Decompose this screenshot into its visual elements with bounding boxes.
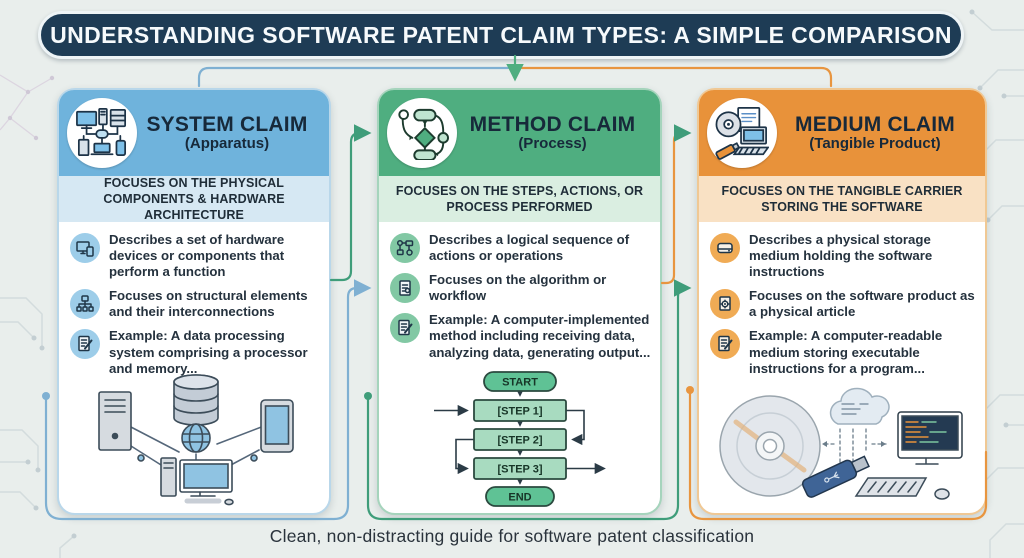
- system-claim-card: SYSTEM CLAIM (Apparatus) FOCUSES ON THE …: [57, 88, 331, 515]
- system-bullet-1: Describes a set of hardware devices or c…: [70, 232, 321, 280]
- flowchart-step1-label: [STEP 1]: [497, 406, 542, 418]
- medium-bullet-2: Focuses on the software product as a phy…: [710, 288, 977, 320]
- medium-claim-title: MEDIUM CLAIM: [795, 112, 955, 136]
- algorithm-doc-icon: [390, 273, 420, 304]
- medium-claim-card: MEDIUM CLAIM (Tangible Product) FOCUSES …: [697, 88, 987, 515]
- structure-icon: [70, 289, 100, 320]
- method-claim-title: METHOD CLAIM: [469, 112, 636, 136]
- method-bullet-3: Example: A computer-implemented method i…: [390, 312, 652, 360]
- bullet-text: Example: A computer-readable medium stor…: [749, 328, 943, 376]
- bullet-text: Describes a physical storage medium hold…: [749, 232, 933, 280]
- method-bullet-2: Focuses on the algorithm or workflow: [390, 272, 652, 304]
- medium-focus-band: FOCUSES ON THE TANGIBLE CARRIER STORING …: [699, 176, 985, 222]
- method-claim-subtitle: (Process): [518, 135, 587, 153]
- hardware-network-icon: [67, 98, 137, 168]
- method-claim-header: METHOD CLAIM (Process): [379, 90, 660, 176]
- flowchart-icon: [387, 98, 457, 168]
- title-banner: UNDERSTANDING SOFTWARE PATENT CLAIM TYPE…: [38, 11, 964, 59]
- storage-drive-icon: [710, 233, 740, 263]
- document-gear-icon: [710, 289, 740, 320]
- document-pencil-icon: [390, 313, 420, 344]
- storage-media-icon: [707, 98, 777, 168]
- medium-bullet-3: Example: A computer-readable medium stor…: [710, 328, 977, 376]
- system-claim-title: SYSTEM CLAIM: [146, 112, 308, 136]
- bullet-text: Example: A computer-implemented method i…: [429, 312, 651, 360]
- medium-bullet-1: Describes a physical storage medium hold…: [710, 232, 977, 280]
- document-pencil-icon: [710, 329, 740, 360]
- storage-media-illustration: [699, 370, 985, 508]
- process-flowchart-illustration: START [STEP 1] [STEP 2] [STEP 3] END: [379, 370, 660, 508]
- system-claim-header: SYSTEM CLAIM (Apparatus): [59, 90, 329, 176]
- system-bullet-2: Focuses on structural elements and their…: [70, 288, 321, 320]
- bullet-text: Describes a logical sequence of actions …: [429, 232, 630, 264]
- document-pencil-icon: [70, 329, 100, 360]
- flow-nodes-icon: [390, 233, 420, 263]
- method-claim-card: METHOD CLAIM (Process) FOCUSES ON THE ST…: [377, 88, 662, 515]
- flowchart-start-label: START: [502, 377, 538, 389]
- flowchart-step2-label: [STEP 2]: [497, 435, 542, 447]
- page-title: UNDERSTANDING SOFTWARE PATENT CLAIM TYPE…: [50, 21, 952, 48]
- bullet-text: Focuses on structural elements and their…: [109, 288, 308, 320]
- bullet-text: Focuses on the software product as a phy…: [749, 288, 975, 320]
- medium-claim-header: MEDIUM CLAIM (Tangible Product): [699, 90, 985, 176]
- system-focus-band: FOCUSES ON THE PHYSICAL COMPONENTS & HAR…: [59, 176, 329, 222]
- bullet-text: Describes a set of hardware devices or c…: [109, 232, 285, 280]
- method-focus-band: FOCUSES ON THE STEPS, ACTIONS, OR PROCES…: [379, 176, 660, 222]
- devices-icon: [70, 233, 100, 263]
- footer-caption: Clean, non-distracting guide for softwar…: [269, 526, 755, 546]
- medium-claim-subtitle: (Tangible Product): [809, 135, 941, 153]
- hardware-system-illustration: [59, 370, 329, 508]
- method-bullet-1: Describes a logical sequence of actions …: [390, 232, 652, 264]
- flowchart-step3-label: [STEP 3]: [497, 464, 542, 476]
- bullet-text: Focuses on the algorithm or workflow: [429, 272, 607, 304]
- system-claim-subtitle: (Apparatus): [184, 135, 270, 153]
- flowchart-end-label: END: [508, 492, 531, 504]
